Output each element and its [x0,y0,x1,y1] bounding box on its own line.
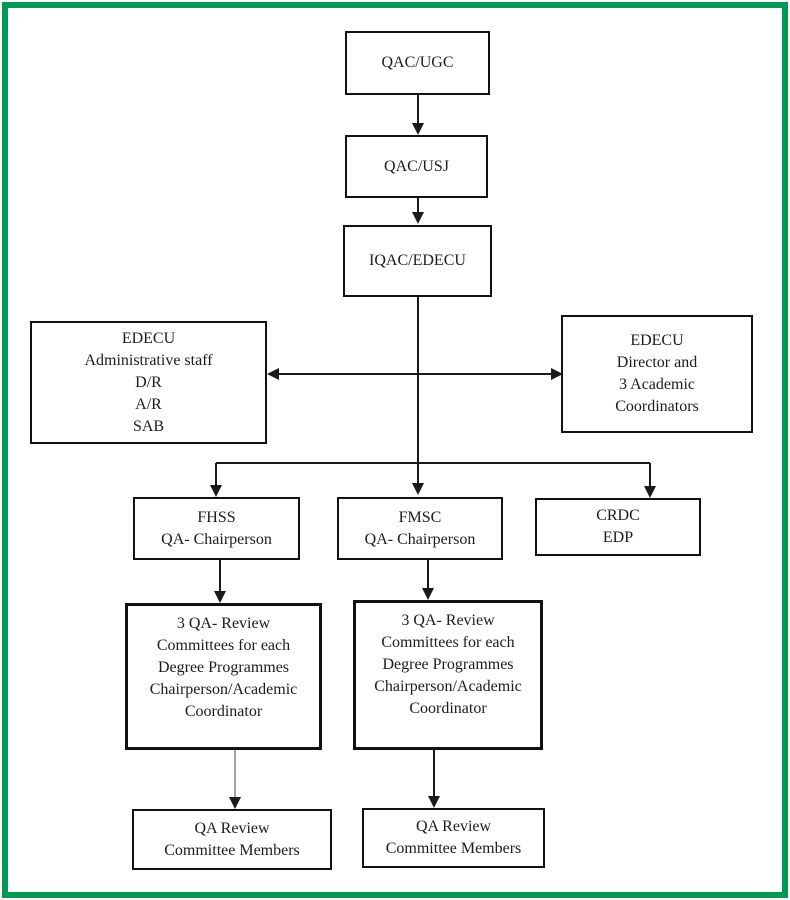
node-label: EDECU [121,329,176,347]
arrow-qareview-to-members-right [428,750,440,808]
node-edecu-administrative-staff: EDECU Administrative staff D/R A/R SAB [30,321,267,444]
node-label: 3 QA- Review [401,612,495,629]
node-label: SAB [132,417,165,435]
node-fhss-qa-chairperson: FHSS QA- Chairperson [133,497,300,560]
node-label: 3 QA- Review [176,615,271,632]
node-qa-review-committees-fmsc: 3 QA- Review Committees for each Degree … [353,600,543,750]
arrow-qacugc-to-qacusj [412,95,424,135]
node-label: Committees for each [381,634,515,651]
node-label: Committee Members [385,840,522,857]
node-qac-usj: QAC/USJ [345,135,488,198]
node-qa-review-committee-members-fmsc: QA Review Committee Members [362,808,545,868]
node-label: FHSS [197,508,236,526]
double-arrow-edecu-admin-director [267,368,563,380]
node-label: Degree Programmes [382,656,514,673]
node-label: QA- Chairperson [161,530,272,548]
node-label: Committee Members [164,841,300,859]
node-iqac-edecu: IQAC/EDECU [343,225,492,297]
node-label: A/R [135,395,162,413]
node-label: Chairperson/Academic [149,681,298,698]
arrow-iqac-to-fmsc [412,297,424,495]
arrow-fhss-to-qareview [214,560,226,603]
node-label: 3 Academic [619,376,695,393]
node-edecu-director: EDECU Director and 3 Academic Coordinato… [561,315,753,433]
node-label: Coordinators [615,398,699,415]
arrow-branch-to-crdc [644,463,656,498]
node-label: Coordinator [184,703,263,720]
node-label: QAC/UGC [381,54,454,71]
arrow-fmsc-to-qareview [422,560,434,600]
node-label: QA- Chairperson [364,530,476,548]
node-qac-ugc: QAC/UGC [345,31,490,95]
node-label: CRDC [596,507,640,524]
arrow-branch-to-fhss [210,463,222,497]
node-label: Director and [616,354,698,371]
node-label: Committees for each [156,637,291,654]
node-label: QAC/USJ [384,157,449,175]
node-label: FMSC [398,508,442,526]
node-qa-review-committees-fhss: 3 QA- Review Committees for each Degree … [125,603,322,750]
node-qa-review-committee-members-fhss: QA Review Committee Members [132,809,332,870]
node-label: EDP [602,529,634,546]
node-label: QA Review [194,819,270,837]
arrow-qacusj-to-iqac [412,198,424,224]
node-crdc-edp: CRDC EDP [535,498,701,556]
node-label: Coordinator [409,700,487,717]
node-label: IQAC/EDECU [369,252,466,269]
node-label: Degree Programmes [157,659,290,676]
node-label: QA Review [415,818,492,835]
arrow-qareview-to-members-left [229,750,241,809]
node-label: Chairperson/Academic [374,678,522,695]
node-label: Administrative staff [84,351,213,369]
node-label: D/R [135,373,162,391]
node-label: EDECU [630,332,684,349]
node-fmsc-qa-chairperson: FMSC QA- Chairperson [337,497,503,560]
